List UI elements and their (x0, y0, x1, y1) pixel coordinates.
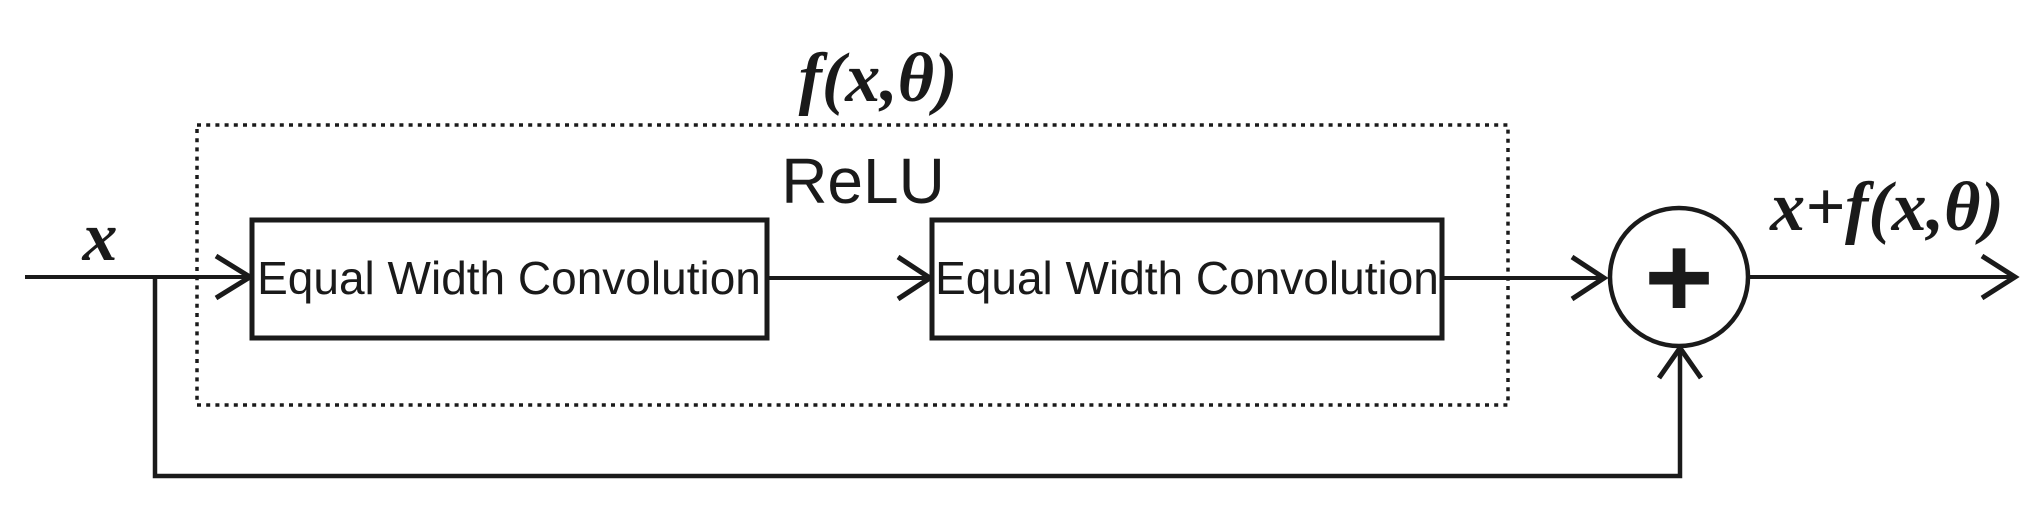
skip-connection-line (152, 277, 1683, 479)
conv2-to-sum-arrowhead-icon (1570, 254, 1609, 302)
plus-icon: + (1640, 222, 1717, 329)
relu-label: ReLU (781, 145, 945, 217)
function-title: f(x,θ) (799, 40, 958, 117)
input-label: x (82, 199, 118, 276)
sum-output-arrowhead-icon (1980, 253, 2020, 301)
conv1-label: Equal Width Convolution (257, 252, 761, 304)
conv2-label: Equal Width Convolution (935, 252, 1439, 304)
output-label: x+f(x,θ) (1769, 169, 2004, 246)
residual-function-boundary (195, 123, 1510, 407)
